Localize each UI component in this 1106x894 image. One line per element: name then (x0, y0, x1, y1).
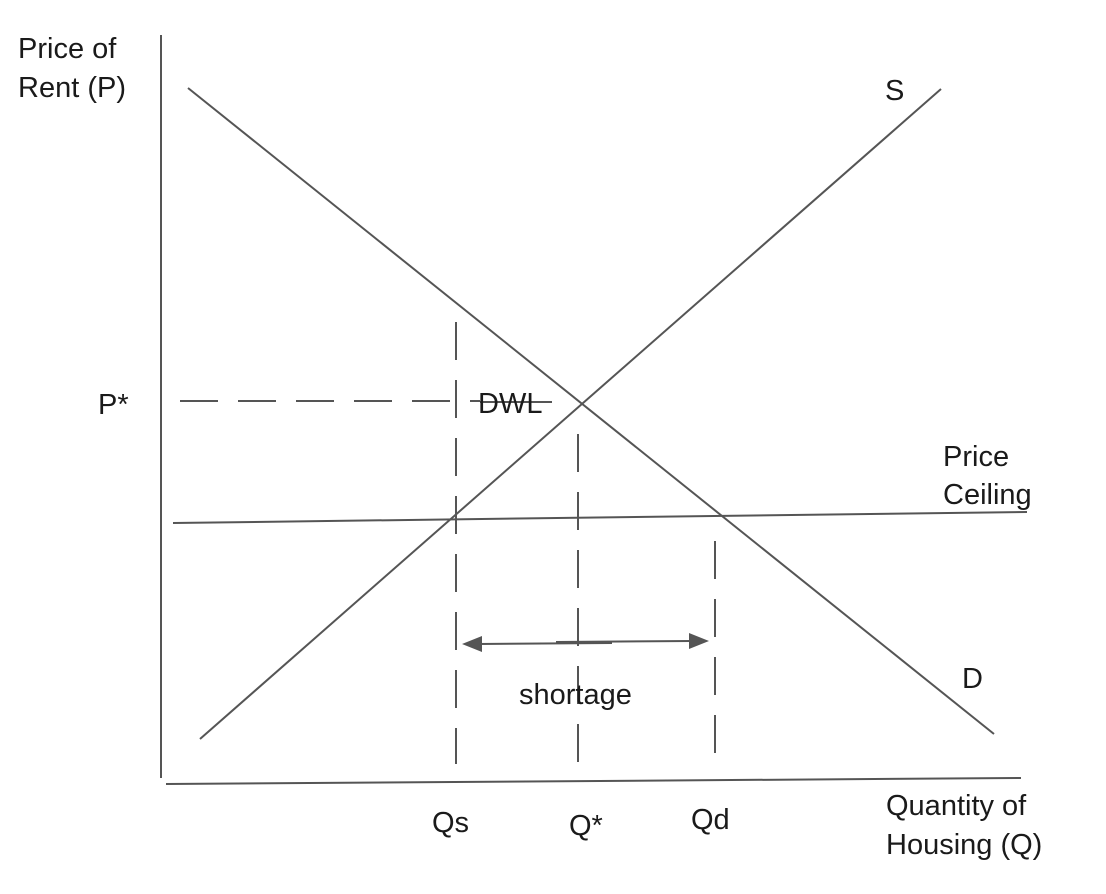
supply-curve (199, 88, 942, 740)
demand-curve (187, 87, 995, 735)
ceiling-label-line2: Ceiling (943, 479, 1032, 511)
price-ceiling-line (172, 511, 1028, 524)
dwl-label: DWL (478, 388, 542, 420)
qd-label: Qd (691, 804, 730, 836)
y-axis-label-line1: Price of (18, 33, 117, 65)
qs-label: Qs (432, 807, 469, 839)
q-star-label: Q* (569, 810, 603, 842)
x-axis-label-line2: Housing (Q) (886, 829, 1042, 861)
demand-label: D (962, 663, 983, 695)
shortage-arrowhead-right (689, 633, 709, 649)
shortage-arrow-right (555, 640, 693, 643)
shortage-arrowhead-left (462, 636, 482, 652)
x-axis (165, 777, 1022, 785)
ceiling-label-line1: Price (943, 441, 1009, 473)
p-star-label: P* (98, 389, 129, 421)
shortage-label: shortage (519, 679, 632, 711)
shortage-arrow-left (477, 642, 613, 645)
supply-label: S (885, 75, 904, 107)
y-axis-label-line2: Rent (P) (18, 72, 126, 104)
x-axis-label-line1: Quantity of (886, 790, 1027, 822)
